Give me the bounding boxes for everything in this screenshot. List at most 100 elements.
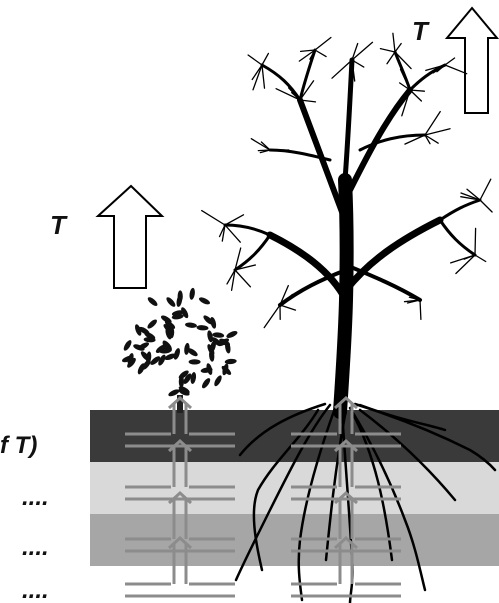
shrub-leaf — [158, 354, 166, 366]
shrub-leaf — [221, 365, 232, 375]
tree-twig — [399, 68, 411, 91]
shrub-leaf — [187, 348, 198, 357]
shrub-leaf — [166, 297, 176, 307]
flow-arrow — [291, 490, 401, 553]
shrub-leaf — [207, 330, 213, 343]
shrub-leaf — [165, 327, 172, 340]
tree-roots — [234, 402, 497, 603]
tree-twig — [261, 64, 266, 89]
shrub-leaf — [173, 348, 180, 360]
shrub-leaf — [143, 337, 156, 343]
tree-twig — [234, 264, 257, 271]
shrub-leaf — [209, 349, 215, 362]
tree-twig — [425, 64, 446, 72]
shrub-leaf — [185, 322, 197, 328]
tree-twig — [404, 134, 426, 145]
tree-twig — [409, 89, 426, 92]
tree-twig — [247, 54, 263, 66]
shrub-leaf — [181, 307, 189, 319]
shrub-leaf — [201, 378, 211, 389]
tree-twig — [403, 299, 421, 303]
shrub-leaf — [214, 375, 222, 387]
shrub-leaf — [188, 359, 201, 365]
shrub-leaf — [164, 353, 176, 361]
shrub-leaf — [160, 315, 172, 324]
tree-twig — [351, 59, 356, 82]
flow-arrow — [291, 535, 401, 598]
tree-twig — [260, 141, 271, 151]
tall-tree-t-label: T — [412, 16, 430, 46]
tree-twig — [224, 214, 245, 226]
shrub-leaf — [224, 358, 237, 365]
tree-twig — [224, 224, 241, 243]
tree-twig — [424, 134, 431, 145]
tree-twig — [279, 293, 294, 306]
tree-twig — [261, 52, 270, 66]
shrub-leaf — [212, 332, 225, 338]
shrub-leaf — [122, 355, 134, 363]
tree-twig — [309, 49, 316, 60]
layer-3-label: .... — [22, 534, 49, 561]
flow-arrow — [125, 535, 235, 598]
tree-twig — [424, 110, 441, 136]
shrub-leaf — [177, 290, 183, 303]
tree-twig — [263, 304, 281, 329]
shrub-leaf — [138, 342, 149, 350]
tree-twig — [250, 138, 271, 151]
tree-twig — [234, 247, 242, 271]
tree-twig — [331, 59, 353, 79]
tree-twig — [424, 128, 451, 136]
shrub-leaf — [206, 363, 213, 375]
flow-arrow — [291, 395, 401, 448]
tree-twig — [299, 49, 316, 53]
shrub-leaf — [183, 373, 192, 384]
tree-twig — [398, 82, 411, 91]
shrub-leaf — [147, 297, 158, 306]
tree-twig — [379, 47, 396, 53]
tree-twig — [455, 254, 476, 275]
water-flow-arrows — [125, 395, 401, 598]
flow-arrow — [291, 438, 401, 501]
shrub-leaf — [150, 356, 161, 365]
tree-twig — [351, 59, 365, 68]
shrub-leaf — [184, 342, 190, 355]
flow-arrow — [125, 438, 235, 501]
tree-twig — [466, 188, 481, 201]
tree-twig — [394, 42, 402, 53]
tree-twig — [479, 199, 493, 213]
tree-twig — [474, 254, 487, 263]
tree-twig — [298, 49, 316, 62]
tree-twig — [275, 88, 301, 101]
tree-twig — [392, 32, 396, 53]
shrub-leaf — [168, 389, 180, 397]
shrub-leaf — [159, 347, 172, 354]
layer-2-label: .... — [22, 484, 49, 511]
tree-twig — [314, 49, 327, 58]
tree-twig — [351, 42, 359, 61]
tree-twig — [221, 224, 226, 242]
shrub-leaf — [164, 320, 176, 329]
tree-twig — [463, 254, 476, 260]
flow-arrow — [125, 395, 235, 448]
shrub-leaf — [171, 310, 184, 316]
shrub-leaf — [226, 331, 238, 338]
shrub-leaf — [135, 324, 142, 336]
shrub-leaf — [198, 297, 211, 305]
shrub-leaf — [178, 388, 190, 396]
tree-twig — [386, 51, 396, 65]
shrub-t-label: T — [50, 210, 68, 240]
tree-twig — [234, 269, 252, 288]
large-tree-icon — [201, 32, 493, 419]
tree-twig — [419, 299, 422, 321]
layer-1-label: f T) — [0, 432, 37, 459]
tree-twig — [251, 64, 263, 81]
tree-twig — [424, 134, 439, 144]
tree-twig — [444, 64, 468, 75]
shrub-leaf — [178, 370, 189, 379]
layer-4-label: .... — [22, 577, 49, 603]
tree-twig — [299, 80, 315, 101]
tree-twig — [479, 178, 492, 201]
tree-twig — [299, 99, 317, 103]
shrub-transpiration-arrow-icon — [95, 184, 165, 289]
